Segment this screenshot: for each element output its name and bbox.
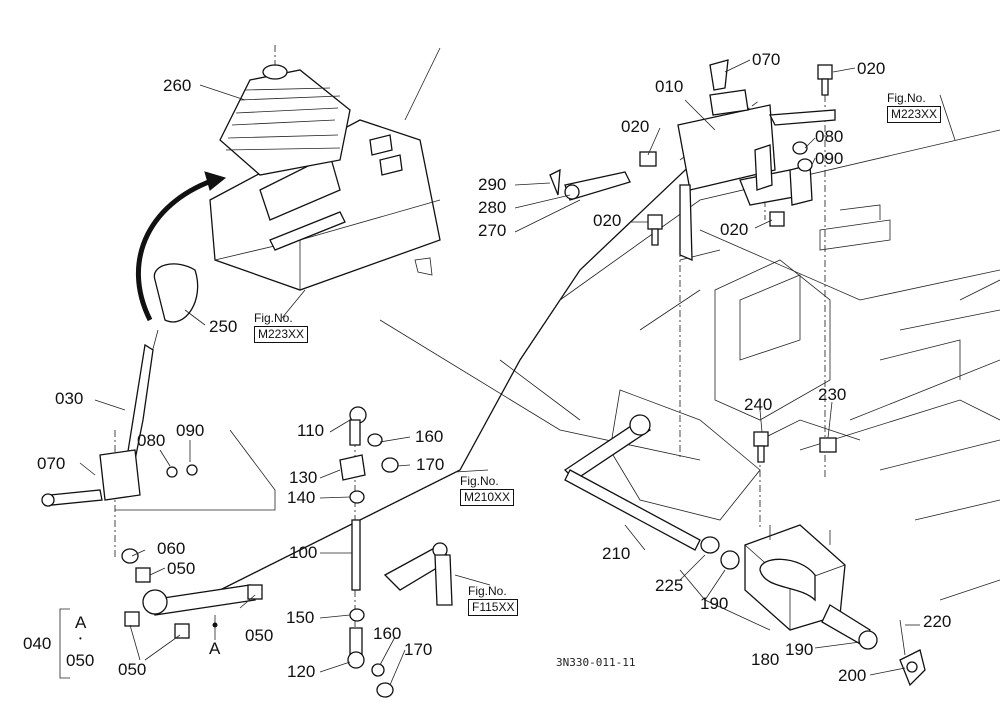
fig-ref-m210[interactable]: Fig.No. M210XX	[460, 475, 515, 506]
label-020-right: 020	[720, 220, 749, 239]
label-130: 130	[289, 468, 318, 487]
lower-linkage	[121, 548, 263, 640]
label-160-bot: 160	[373, 624, 402, 643]
label-120: 120	[287, 662, 316, 681]
label-110: 110	[297, 421, 325, 440]
label-010: 010	[655, 77, 684, 96]
console-cover	[209, 119, 441, 291]
label-240: 240	[744, 395, 773, 414]
label-020-top: 020	[857, 59, 886, 78]
label-200: 200	[838, 666, 867, 685]
label-180: 180	[751, 650, 780, 669]
small-bracket	[383, 542, 453, 606]
fig-ref-m223-right[interactable]: Fig.No. M223XX	[887, 92, 942, 123]
frame-outline	[379, 47, 1000, 601]
label-190-a: 190	[700, 594, 729, 613]
label-050-a: 050	[167, 559, 196, 578]
label-020-mid: 020	[621, 117, 650, 136]
label-260: 260	[163, 76, 192, 95]
label-050-b: 050	[245, 626, 274, 645]
label-040: 040	[23, 634, 52, 653]
label-230: 230	[818, 385, 847, 404]
label-100: 100	[289, 543, 318, 562]
label-030: 030	[55, 389, 84, 408]
drawing-code: 3N330-011-11	[556, 656, 636, 669]
label-210: 210	[602, 544, 631, 563]
rubber-boot	[219, 64, 351, 176]
label-dot: •	[79, 634, 82, 643]
label-140: 140	[287, 488, 316, 507]
fasteners	[549, 59, 837, 463]
housing-180	[744, 524, 926, 687]
leaders	[59, 59, 956, 686]
label-270: 270	[478, 221, 507, 240]
fig-ref-m223-left[interactable]: Fig.No. M223XX	[254, 312, 309, 343]
label-090-right: 090	[815, 149, 844, 168]
shift-knob	[149, 263, 199, 361]
label-225: 225	[655, 576, 684, 595]
label-080-left: 080	[137, 431, 166, 450]
label-090-left: 090	[176, 421, 205, 440]
shaft-210	[563, 414, 740, 570]
label-080-right: 080	[815, 127, 844, 146]
label-070-top: 070	[752, 50, 781, 69]
label-250: 250	[209, 317, 238, 336]
fig-ref-f115[interactable]: Fig.No. F115XX	[468, 585, 519, 616]
label-letter-a-mid: A	[209, 639, 221, 658]
label-290: 290	[478, 175, 507, 194]
rod-assembly	[339, 406, 399, 698]
bracket-010	[677, 89, 836, 261]
label-050-d: 050	[66, 651, 95, 670]
label-220: 220	[923, 612, 952, 631]
label-070-left: 070	[37, 454, 66, 473]
label-150: 150	[286, 608, 315, 627]
label-060: 060	[157, 539, 186, 558]
shift-lever	[41, 343, 198, 507]
label-280: 280	[478, 198, 507, 217]
label-letter-a-top: A	[75, 613, 87, 632]
label-170-top: 170	[416, 455, 445, 474]
label-160-top: 160	[415, 427, 444, 446]
label-190-b: 190	[785, 640, 814, 659]
label-050-c: 050	[118, 660, 147, 679]
label-170-bot: 170	[404, 640, 433, 659]
label-020-lower: 020	[593, 211, 622, 230]
